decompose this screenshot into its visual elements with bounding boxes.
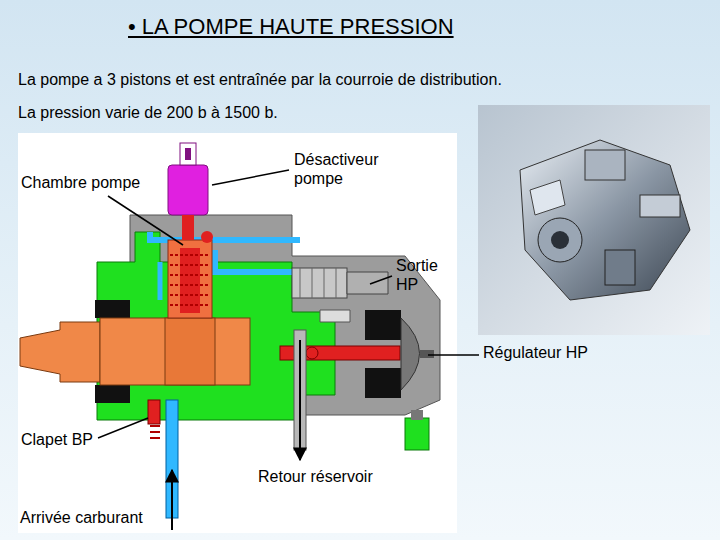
part-label: Clapet BP	[21, 430, 93, 449]
part-label: Désactiveur pompe	[294, 150, 394, 188]
part-label: Sortie HP	[396, 256, 451, 294]
leader-lines	[98, 170, 479, 438]
diagram-panel	[18, 133, 457, 533]
part-label: Arrivée carburant	[20, 508, 143, 527]
intro-text: La pression varie de 200 b à 1500 b.	[18, 103, 278, 122]
pump-cutaway	[20, 143, 440, 530]
part-label: Chambre pompe	[21, 173, 140, 192]
slide-title: • LA POMPE HAUTE PRESSION	[128, 14, 454, 40]
part-label: Régulateur HP	[483, 343, 588, 362]
pump-photo	[478, 105, 710, 335]
part-label: Retour réservoir	[258, 467, 373, 486]
intro-text: La pompe a 3 pistons et est entraînée pa…	[18, 70, 502, 89]
